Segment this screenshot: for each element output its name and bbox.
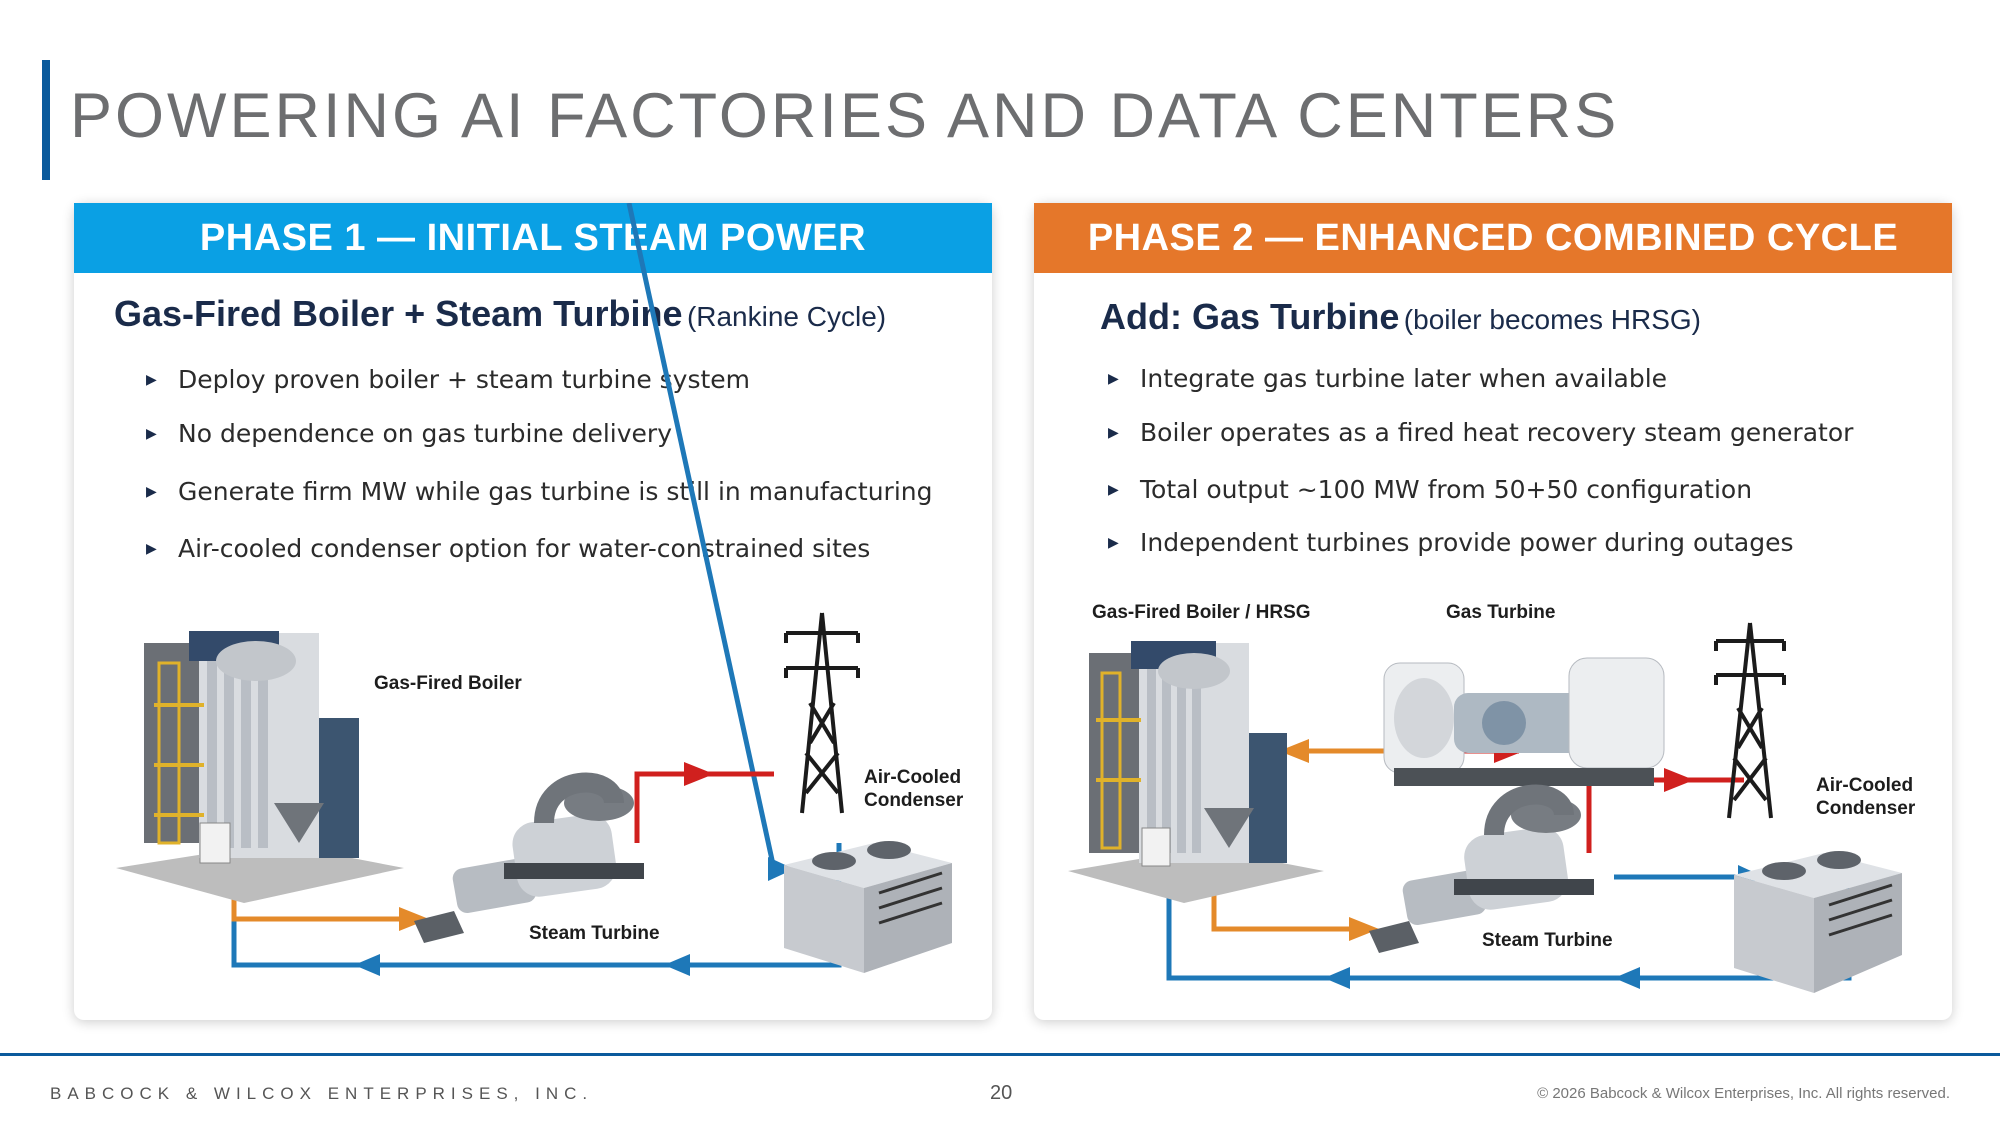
bullet-item: ▶Deploy proven boiler + steam turbine sy… (146, 365, 751, 394)
phase2-subtitle: Add: Gas Turbine (boiler becomes HRSG) (1100, 296, 1701, 338)
bullet-triangle-icon: ▶ (146, 541, 157, 557)
phase2-panel: PHASE 2 — ENHANCED COMBINED CYCLE Add: G… (1034, 203, 1952, 1020)
phase2-condenser-label-line1: Air-Cooled (1816, 775, 1913, 796)
gas-fired-boiler-illustration (116, 631, 404, 903)
air-cooled-condenser-illustration (784, 841, 952, 973)
hrsg-boiler-illustration (1068, 641, 1324, 903)
footer-copyright: © 2026 Babcock & Wilcox Enterprises, Inc… (1537, 1085, 1950, 1102)
page-title: POWERING AI FACTORIES AND DATA CENTERS (70, 81, 1620, 151)
phase2-condenser-label-line2: Condenser (1816, 798, 1916, 819)
phase1-subtitle-paren: (Rankine Cycle) (686, 301, 887, 332)
bullet-triangle-icon: ▶ (146, 484, 157, 500)
bullet-item: ▶Total output ~100 MW from 50+50 configu… (1108, 475, 1753, 504)
steam-turbine-illustration (414, 772, 644, 943)
phase1-boiler-label: Gas-Fired Boiler (374, 673, 522, 694)
air-cooled-condenser-illustration (1734, 851, 1902, 993)
bullet-item: ▶Independent turbines provide power duri… (1108, 528, 1794, 557)
phase1-steam-turbine-label: Steam Turbine (529, 923, 660, 944)
page-number: 20 (990, 1082, 1013, 1104)
bullet-item: ▶Integrate gas turbine later when availa… (1108, 364, 1668, 393)
bullet-item: ▶Air-cooled condenser option for water-c… (146, 534, 871, 563)
phase2-steam-turbine-label: Steam Turbine (1482, 930, 1613, 951)
bullet-triangle-icon: ▶ (1108, 425, 1119, 441)
bullet-triangle-icon: ▶ (1108, 371, 1119, 387)
bullet-triangle-icon: ▶ (1108, 482, 1119, 498)
phase1-condenser-label-line1: Air-Cooled (864, 767, 961, 788)
phase2-boiler-label: Gas-Fired Boiler / HRSG (1092, 602, 1311, 623)
phase1-header: PHASE 1 — INITIAL STEAM POWER (74, 203, 992, 273)
footer-company-name: BABCOCK & WILCOX ENTERPRISES, INC. (50, 1084, 594, 1103)
phase1-subtitle-main: Gas-Fired Boiler + Steam Turbine (114, 293, 683, 334)
bullet-item: ▶Generate firm MW while gas turbine is s… (146, 477, 933, 506)
phase1-condenser-label-line2: Condenser (864, 790, 964, 811)
title-accent-bar (42, 60, 50, 180)
footer-divider (0, 1053, 2000, 1056)
phase2-subtitle-main: Add: Gas Turbine (1100, 296, 1400, 337)
gas-turbine-illustration (1383, 657, 1665, 786)
steam-turbine-illustration (1369, 784, 1594, 953)
phase2-gas-turbine-label: Gas Turbine (1446, 602, 1555, 623)
transmission-tower-icon (1714, 622, 1786, 819)
bullet-triangle-icon: ▶ (146, 372, 157, 388)
bullet-item: ▶No dependence on gas turbine delivery (146, 419, 673, 448)
bullet-item: ▶Boiler operates as a fired heat recover… (1108, 418, 1854, 447)
bullet-triangle-icon: ▶ (146, 426, 157, 442)
bullet-triangle-icon: ▶ (1108, 535, 1119, 551)
phase2-subtitle-paren: (boiler becomes HRSG) (1403, 304, 1701, 335)
phase1-subtitle: Gas-Fired Boiler + Steam Turbine (Rankin… (114, 293, 886, 335)
phase2-diagram: Gas-Fired Boiler / HRSG Gas Turbine Air-… (1068, 602, 1916, 993)
phase1-panel: PHASE 1 — INITIAL STEAM POWER Gas-Fired … (74, 203, 992, 1020)
transmission-tower-icon (784, 612, 860, 814)
phase1-diagram: Gas-Fired Boiler Air-Cooled Condenser St… (116, 203, 964, 976)
phase2-header: PHASE 2 — ENHANCED COMBINED CYCLE (1034, 203, 1952, 273)
